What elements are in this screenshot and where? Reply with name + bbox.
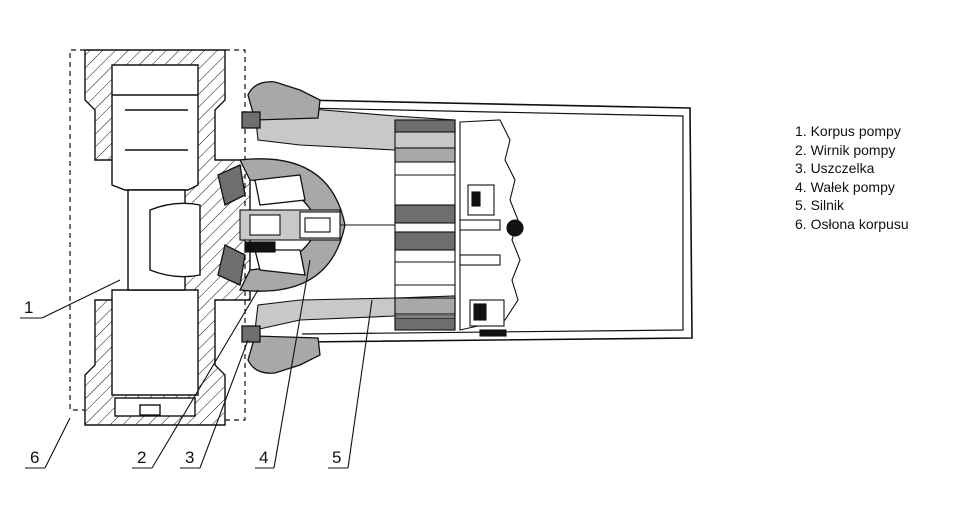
shaft-assembly xyxy=(239,209,395,253)
pump-body xyxy=(84,49,251,426)
legend-item-6: 6. Osłona korpusu xyxy=(795,215,909,232)
legend-item-2: 2. Wirnik pompy xyxy=(795,141,896,158)
leader-lines xyxy=(20,259,373,469)
terminal-block xyxy=(459,119,524,337)
callout-2: 2 xyxy=(137,448,146,467)
callout-5: 5 xyxy=(332,448,341,467)
legend-item-3: 3. Uszczelka xyxy=(795,160,875,177)
union-nut xyxy=(241,81,321,374)
callout-6: 6 xyxy=(30,448,39,467)
callout-4: 4 xyxy=(259,448,268,467)
legend-item-5: 5. Silnik xyxy=(795,197,845,214)
body-cover-dashed xyxy=(69,49,246,421)
impeller xyxy=(217,158,346,292)
legend-item-1: 1. Korpus pompy xyxy=(795,123,901,139)
motor-internals xyxy=(254,107,456,331)
callout-1: 1 xyxy=(24,298,33,317)
legend-item-4: 4. Wałek pompy xyxy=(795,178,895,195)
parts-legend: 1. Korpus pompy 2. Wirnik pompy 3. Uszcz… xyxy=(795,122,909,234)
callout-3: 3 xyxy=(185,448,194,467)
